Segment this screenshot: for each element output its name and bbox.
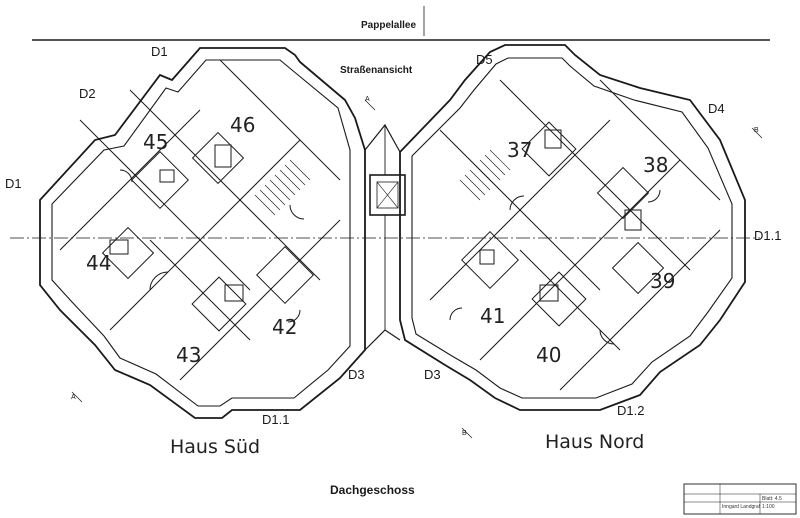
house-name-nord: Haus Nord: [545, 431, 645, 453]
walkway-bottom: [364, 329, 401, 351]
title-block-sheet: Blatt: 4.5: [762, 496, 782, 502]
title-block: [683, 483, 797, 515]
section-mark-a-top: A: [365, 96, 370, 103]
haus-nord-outline: [399, 44, 746, 411]
apartment-number-37: 37: [507, 138, 533, 162]
haus-sued-outline: [39, 47, 366, 419]
floor-label: Dachgeschoss: [330, 483, 415, 497]
walkway-top: [364, 123, 401, 153]
zone-label-d3-left: D3: [348, 367, 365, 382]
section-mark-b-bottom: B: [462, 430, 467, 437]
apartment-number-45: 45: [143, 130, 169, 154]
zone-label-d1-1-bottom: D1.1: [262, 412, 290, 427]
zone-label-d5: D5: [476, 52, 493, 67]
street-view-label: Straßenansicht: [340, 65, 413, 76]
section-mark-b-top: B: [754, 127, 759, 134]
street-name-label: Pappelallee: [361, 20, 417, 31]
apartment-number-41: 41: [480, 304, 506, 328]
haus-nord-outline-inner: [411, 57, 733, 399]
apartment-number-46: 46: [230, 113, 256, 137]
apartment-number-38: 38: [643, 153, 669, 177]
section-mark-a-bottom: A: [71, 394, 76, 401]
zone-label-d1-top: D1: [151, 44, 168, 59]
zone-label-d1-1-right: D1.1: [754, 228, 782, 243]
zone-label-d2: D2: [79, 86, 96, 101]
apartment-number-39: 39: [650, 269, 676, 293]
section-line-b-bottom: [461, 427, 473, 439]
haus-sued-interior: [59, 59, 341, 381]
title-block-client: Inngard Landgraf: [722, 504, 761, 510]
house-name-sued: Haus Süd: [170, 436, 261, 458]
central-core-inner: [376, 181, 399, 209]
apartment-number-40: 40: [536, 343, 562, 367]
apartment-number-43: 43: [176, 343, 202, 367]
zone-label-d4: D4: [708, 101, 725, 116]
central-core: [369, 174, 406, 216]
haus-sued-outline-inner: [51, 59, 351, 407]
section-line-a-bottom: [71, 391, 83, 403]
apartment-number-44: 44: [86, 251, 112, 275]
zone-label-d1-2: D1.2: [617, 403, 645, 418]
apartment-number-42: 42: [272, 315, 298, 339]
section-line-b-top: [751, 127, 763, 139]
title-block-scale: 1:100: [762, 504, 775, 510]
haus-nord-interior: [429, 79, 721, 391]
section-line-a-top: [364, 99, 376, 111]
zone-label-d3-right: D3: [424, 367, 441, 382]
zone-label-d1-left: D1: [5, 176, 22, 191]
